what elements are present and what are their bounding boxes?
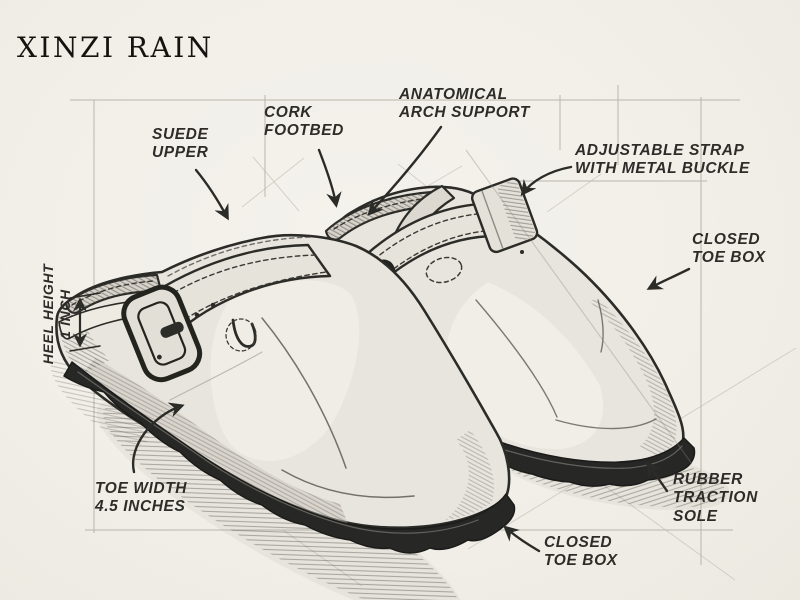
- right-strap-hole: [520, 250, 524, 254]
- left-keeper-stitch-outline: [225, 318, 257, 352]
- label-closed-toe-box-right: CLOSED TOE BOX: [692, 231, 766, 267]
- buckle-pin: [160, 321, 184, 338]
- label-suede-upper: SUEDE UPPER: [152, 126, 209, 162]
- arrow-adjustable-strap: [520, 165, 573, 197]
- left-sole-tread-line: [77, 371, 479, 534]
- left-clog: [55, 233, 516, 554]
- arrow-suede-upper: [194, 168, 229, 221]
- heel-height-dimension: [69, 292, 101, 352]
- right-strap-hidden-loop: [425, 256, 463, 284]
- right-clog-toe-shading: [588, 300, 677, 458]
- label-closed-toe-box-bottom: CLOSED TOE BOX: [544, 534, 618, 570]
- left-strap: [145, 243, 332, 338]
- right-strap-keeper-tab: [470, 177, 539, 254]
- left-clog-sole: [63, 361, 516, 554]
- label-anatomical-arch-support: ANATOMICAL ARCH SUPPORT: [399, 86, 530, 122]
- label-heel-height: HEEL HEIGHT 1 INCH: [40, 263, 73, 365]
- label-cork-footbed: CORK FOOTBED: [264, 104, 344, 140]
- label-rubber-traction-sole: RUBBER TRACTION SOLE: [673, 471, 758, 525]
- left-strap-hole: [210, 302, 216, 308]
- arrow-closed-toe-box-right: [646, 267, 691, 290]
- left-strap-hole: [194, 312, 200, 318]
- construction-diagonal-overlay: [465, 149, 693, 465]
- label-adjustable-strap: ADJUSTABLE STRAP WITH METAL BUCKLE: [575, 142, 750, 178]
- arrow-cork-footbed: [317, 148, 342, 208]
- arrow-arch-support: [367, 125, 443, 216]
- left-toe-shading: [445, 430, 494, 520]
- arrow-toe-width: [131, 402, 185, 474]
- left-clog-highlight: [210, 280, 360, 462]
- left-strap-keeper-loop: [231, 318, 257, 348]
- arrow-rubber-sole: [645, 460, 669, 493]
- metal-buckle: [121, 284, 203, 383]
- brand-logo: XINZI RAIN: [17, 31, 214, 64]
- right-clog-highlight: [446, 282, 604, 450]
- right-sole-tread-line: [504, 445, 683, 469]
- annotation-arrows: [131, 125, 691, 553]
- arrow-closed-toe-box-bottom: [503, 525, 541, 553]
- label-toe-width: TOE WIDTH 4.5 INCHES: [95, 480, 188, 516]
- left-vamp-stitching: [167, 236, 313, 277]
